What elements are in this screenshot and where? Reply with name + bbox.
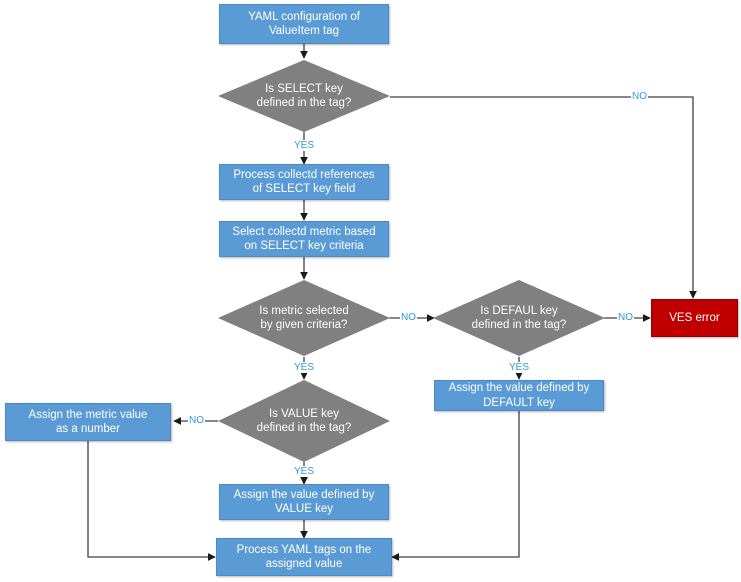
diamond-shape — [433, 280, 605, 356]
wire-select-no-to-error — [390, 96, 697, 299]
node-process-refs[interactable]: Process collectd references of SELECT ke… — [219, 164, 389, 200]
edge-label-metric-yes: YES — [293, 362, 316, 373]
edge-label-select-no: NO — [631, 91, 648, 102]
edge-label-value-no: NO — [188, 415, 205, 426]
node-assign-default[interactable]: Assign the value defined by DEFAULT key — [434, 380, 604, 411]
edge-label-value-yes: YES — [293, 466, 316, 477]
wire-number-to-yaml — [87, 441, 216, 561]
edge-label-defaul-no: NO — [617, 312, 634, 323]
node-metric-selected-decision[interactable]: Is metric selected by given criteria? — [218, 280, 390, 356]
diamond-shape — [218, 280, 390, 356]
node-process-yaml-tags[interactable]: Process YAML tags on the assigned value — [216, 538, 392, 576]
node-defaul-key-decision[interactable]: Is DEFAUL key defined in the tag? — [433, 280, 605, 356]
wire-default-to-yaml — [391, 411, 520, 561]
edge-label-metric-no: NO — [400, 312, 417, 323]
node-select-metric[interactable]: Select collectd metric based on SELECT k… — [219, 221, 389, 257]
node-assign-metric-number[interactable]: Assign the metric value as a number — [5, 403, 171, 441]
edge-label-select-yes: YES — [293, 140, 316, 151]
diamond-shape — [218, 60, 390, 132]
node-ves-error[interactable]: VES error — [651, 299, 738, 337]
node-start[interactable]: YAML configuration of ValueItem tag — [219, 4, 389, 44]
diamond-shape — [218, 380, 390, 462]
node-select-key-decision[interactable]: Is SELECT key defined in the tag? — [218, 60, 390, 132]
edge-label-defaul-yes: YES — [508, 362, 531, 373]
node-value-key-decision[interactable]: Is VALUE key defined in the tag? — [218, 380, 390, 462]
node-assign-value[interactable]: Assign the value defined by VALUE key — [219, 484, 389, 520]
